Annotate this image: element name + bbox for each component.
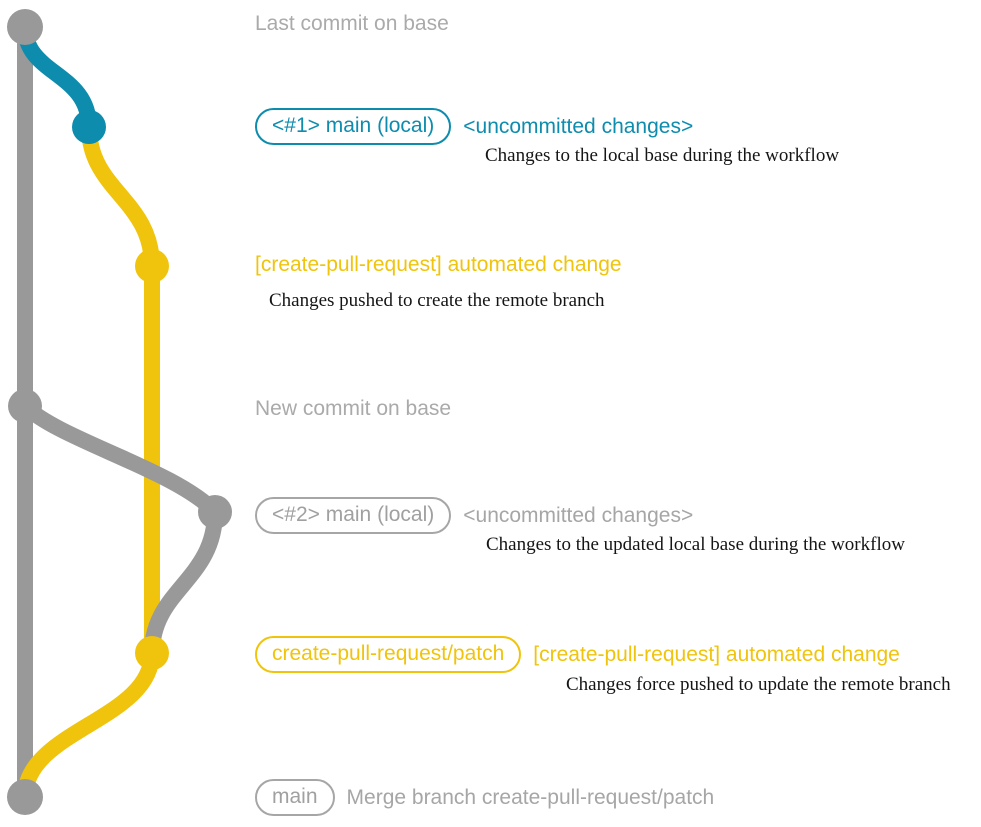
commit-dot-local-2[interactable] <box>198 495 232 529</box>
commit-dot-merge[interactable] <box>7 779 43 815</box>
ref-pill-main[interactable]: main <box>255 779 335 816</box>
commit-dot-cpr-1[interactable] <box>135 249 169 283</box>
commit-dot-base-2[interactable] <box>8 389 42 423</box>
commit-dots <box>7 9 232 815</box>
commit-subject-base-1: Last commit on base <box>255 12 449 35</box>
edge-cpr2-to-merge <box>17 645 160 805</box>
commit-row-cpr-1: [create-pull-request] automated change <box>255 254 622 275</box>
commit-subject-merge: Merge branch create-pull-request/patch <box>346 786 715 809</box>
edge-local1-to-cpr1 <box>81 119 160 274</box>
commit-dot-local-1[interactable] <box>72 110 106 144</box>
commit-subject-cpr-2: [create-pull-request] automated change <box>533 643 900 666</box>
commit-row-local-1: <#1> main (local) <uncommitted changes> <box>255 108 693 145</box>
commit-note-local-1: Changes to the local base during the wor… <box>485 145 840 166</box>
commit-subject-base-2: New commit on base <box>255 397 452 420</box>
commit-row-cpr-2: create-pull-request/patch [create-pull-r… <box>255 636 900 673</box>
commit-dot-base-1[interactable] <box>7 9 43 45</box>
commit-note-cpr-2: Changes force pushed to update the remot… <box>566 674 951 695</box>
ref-pill-create-pull-request-patch[interactable]: create-pull-request/patch <box>255 636 522 673</box>
ref-pill-main-local-1[interactable]: <#1> main (local) <box>255 108 452 145</box>
commit-row-base-1: Last commit on base <box>255 13 449 34</box>
commit-note-local-2: Changes to the updated local base during… <box>486 534 905 555</box>
commit-subject-local-1: <uncommitted changes> <box>463 115 694 138</box>
edge-local2-to-cpr2 <box>144 504 223 661</box>
ref-pill-main-local-2[interactable]: <#2> main (local) <box>255 497 452 534</box>
commit-subject-cpr-1: [create-pull-request] automated change <box>255 253 622 276</box>
commit-row-merge: main Merge branch create-pull-request/pa… <box>255 779 714 816</box>
commit-subject-local-2: <uncommitted changes> <box>463 504 694 527</box>
commit-note-cpr-1: Changes pushed to create the remote bran… <box>269 290 605 311</box>
commit-row-local-2: <#2> main (local) <uncommitted changes> <box>255 497 693 534</box>
commit-dot-cpr-2[interactable] <box>135 636 169 670</box>
edge-base2-to-local2 <box>17 398 223 520</box>
commit-row-base-2: New commit on base <box>255 398 451 419</box>
